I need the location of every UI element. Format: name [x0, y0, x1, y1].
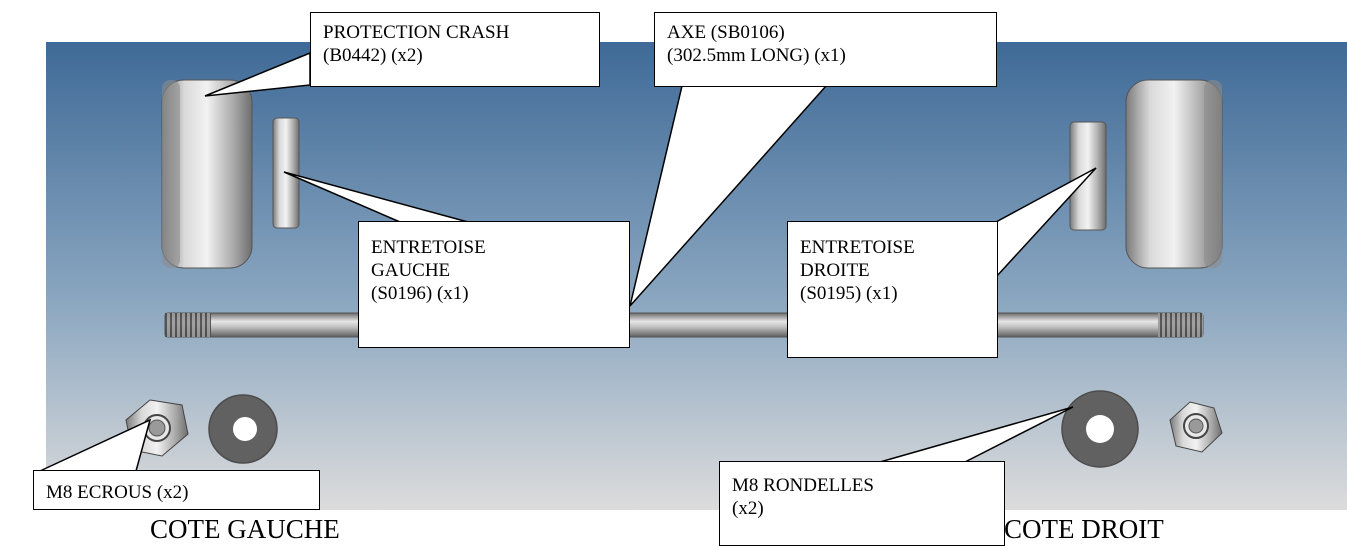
axle: [164, 312, 1204, 338]
left-crash-protection: [161, 79, 253, 269]
callout-axe: AXE (SB0106) (302.5mm LONG) (x1): [654, 12, 997, 87]
right-crash-protection: [1125, 79, 1223, 269]
callout-m8-ecrous: M8 ECROUS (x2): [33, 470, 320, 510]
right-nut: [1169, 401, 1223, 453]
callout-entretoise-gauche: ENTRETOISE GAUCHE (S0196) (x1): [358, 221, 630, 348]
callout-m8-rondelles: M8 RONDELLES (x2): [719, 461, 1005, 546]
side-label-left: COTE GAUCHE: [150, 514, 340, 544]
right-washer: [1061, 390, 1139, 468]
callout-protection-crash: PROTECTION CRASH (B0442) (x2): [310, 12, 600, 87]
callout-entretoise-droite: ENTRETOISE DROITE (S0195) (x1): [787, 221, 998, 358]
left-washer: [208, 394, 278, 464]
side-label-right: COTE DROIT: [1004, 514, 1164, 544]
